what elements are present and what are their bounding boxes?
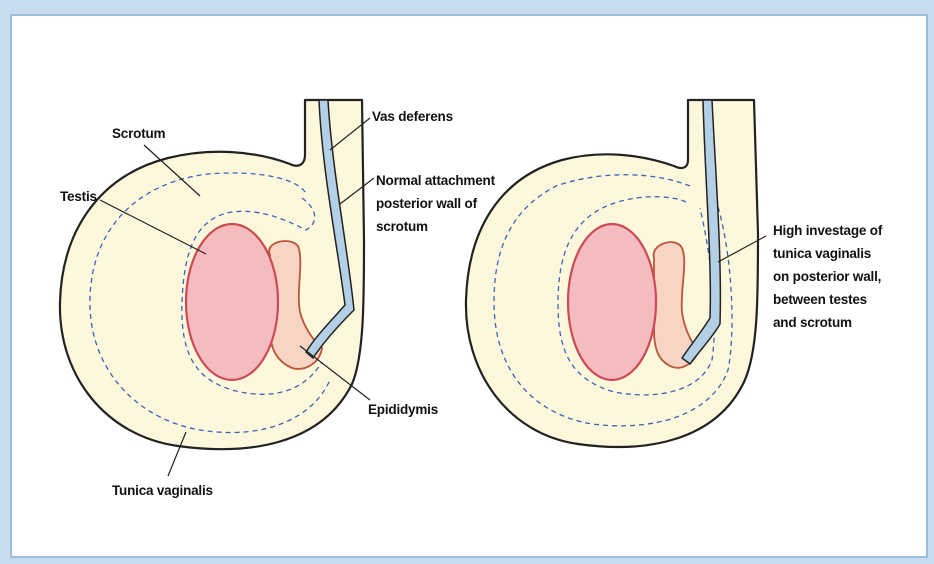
label-scrotum: Scrotum: [112, 126, 166, 141]
label-high-investage-4: between testes: [773, 292, 867, 307]
label-high-investage-1: High investage of: [773, 223, 883, 238]
left-diagram: [60, 100, 364, 449]
label-testis: Testis: [60, 189, 97, 204]
label-high-investage-5: and scrotum: [773, 315, 852, 330]
label-vas-deferens: Vas deferens: [372, 109, 453, 124]
label-tunica-vaginalis: Tunica vaginalis: [112, 483, 213, 498]
left-testis: [186, 224, 278, 380]
label-epididymis: Epididymis: [368, 402, 438, 417]
right-testis: [568, 224, 656, 380]
label-high-investage-3: on posterior wall,: [773, 269, 881, 284]
label-normal-attachment-3: scrotum: [376, 219, 428, 234]
right-diagram: [466, 100, 758, 447]
label-normal-attachment-1: Normal attachment: [376, 173, 496, 188]
label-normal-attachment-2: posterior wall of: [376, 196, 478, 211]
label-high-investage-2: tunica vaginalis: [773, 246, 871, 261]
